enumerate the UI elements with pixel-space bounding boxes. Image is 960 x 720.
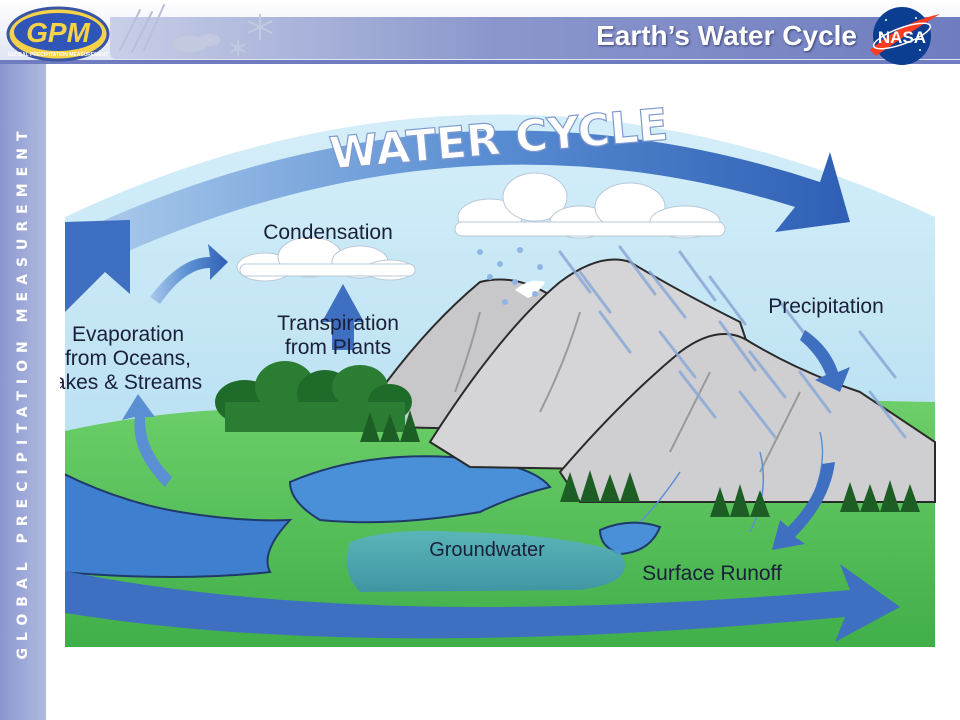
precipitation-arrow bbox=[800, 330, 850, 392]
water-cycle-diagram: WATER CYCLE bbox=[60, 99, 936, 647]
label-evaporation-2: from Oceans, bbox=[65, 347, 191, 370]
ocean bbox=[65, 470, 293, 578]
evaporation-arrow-curve bbox=[150, 244, 228, 304]
header-bar bbox=[110, 17, 960, 59]
evaporation-arrow-up bbox=[122, 394, 172, 487]
nasa-logo: NASA bbox=[870, 7, 940, 65]
transpiration-arrow bbox=[322, 284, 364, 350]
label-evaporation-1: Evaporation bbox=[72, 323, 184, 346]
side-strip-label: GLOBAL PRECIPITATION MEASUREMENT bbox=[15, 124, 31, 660]
rain-snow-decoration-icon bbox=[119, 4, 273, 56]
gpm-logo-text: GPM bbox=[26, 17, 90, 48]
groundwater-pool bbox=[346, 530, 625, 592]
side-strip-text: GLOBAL PRECIPITATION MEASUREMENT bbox=[0, 64, 46, 720]
label-condensation: Condensation bbox=[263, 221, 393, 244]
header-rule bbox=[0, 60, 960, 64]
gpm-logo: GPM GLOBAL PRECIPITATION MEASUREMENT bbox=[6, 6, 110, 62]
runoff-arrow bbox=[772, 462, 835, 550]
rain-cloud bbox=[454, 172, 726, 239]
condensation-cloud bbox=[236, 236, 416, 282]
label-evaporation-3: akes & Streams bbox=[60, 371, 202, 394]
label-transpiration-2: from Plants bbox=[285, 336, 391, 359]
side-strip bbox=[0, 64, 46, 720]
mountains bbox=[363, 258, 936, 533]
label-surface-runoff: Surface Runoff bbox=[642, 562, 782, 585]
nasa-logo-text: NASA bbox=[878, 28, 926, 47]
forest-right bbox=[360, 410, 920, 517]
small-pond bbox=[598, 521, 662, 556]
label-transpiration-1: Transpiration bbox=[277, 312, 399, 335]
slide-title: Earth’s Water Cycle bbox=[596, 20, 857, 51]
gpm-logo-subtext: GLOBAL PRECIPITATION MEASUREMENT bbox=[8, 52, 109, 58]
cycle-arrow-top bbox=[100, 130, 850, 257]
label-precipitation: Precipitation bbox=[768, 295, 884, 318]
cycle-arrow-left bbox=[65, 220, 130, 312]
label-groundwater: Groundwater bbox=[429, 539, 545, 561]
snowflakes bbox=[477, 247, 543, 305]
lake bbox=[288, 455, 552, 524]
cycle-arrow-bottom bbox=[65, 564, 900, 642]
